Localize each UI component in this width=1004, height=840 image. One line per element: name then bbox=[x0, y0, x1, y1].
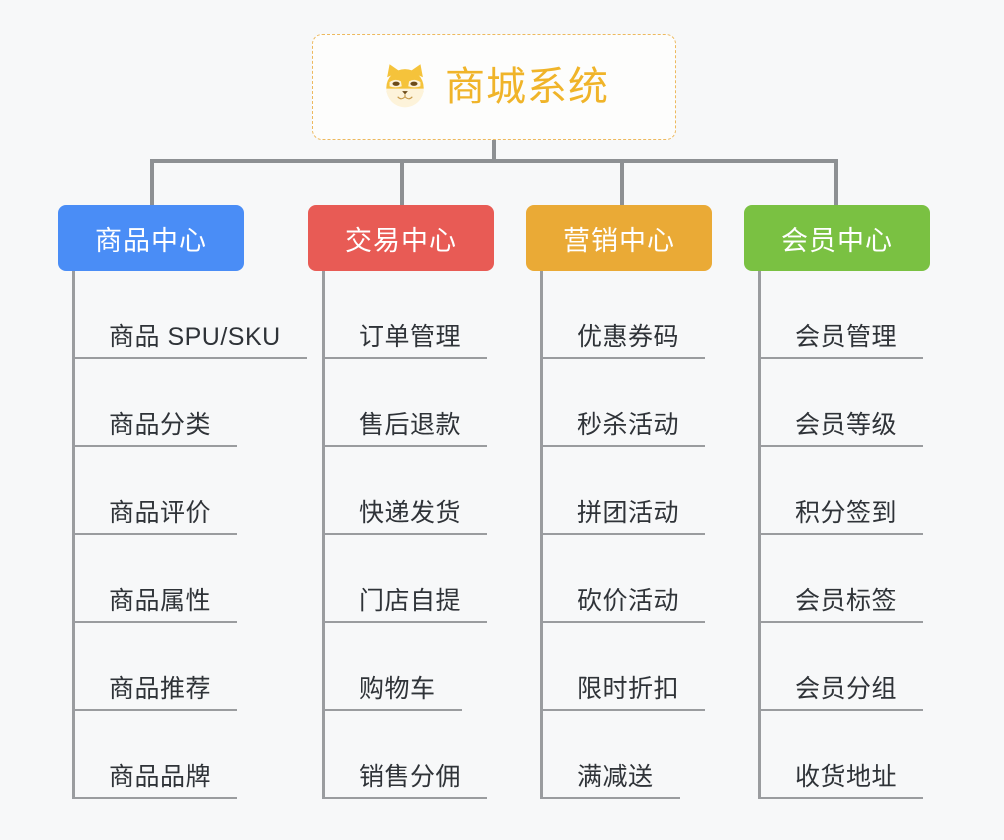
leaf-label: 商品 SPU/SKU bbox=[109, 322, 281, 351]
leaf-label: 商品分类 bbox=[109, 410, 212, 439]
shiba-dog-face-icon bbox=[379, 61, 431, 113]
category-box-3[interactable]: 营销中心 bbox=[526, 205, 712, 271]
connector-drop-2 bbox=[400, 159, 404, 207]
leaf-item[interactable]: 砍价活动 bbox=[543, 535, 726, 623]
leaf-label: 订单管理 bbox=[359, 322, 462, 351]
category-title-3: 营销中心 bbox=[563, 225, 675, 256]
leaf-item[interactable]: 门店自提 bbox=[325, 535, 518, 623]
leaf-label: 售后退款 bbox=[359, 410, 462, 439]
leaf-label: 销售分佣 bbox=[359, 762, 462, 791]
leaf-list-3: 优惠券码 秒杀活动 拼团活动 砍价活动 限时折扣 满减送 bbox=[540, 271, 726, 799]
leaf-item[interactable]: 优惠券码 bbox=[543, 271, 726, 359]
leaf-label: 优惠券码 bbox=[577, 322, 680, 351]
leaf-list-1: 商品 SPU/SKU 商品分类 商品评价 商品属性 商品推荐 商品品牌 bbox=[72, 271, 307, 799]
leaf-item[interactable]: 购物车 bbox=[325, 623, 518, 711]
leaf-label: 收货地址 bbox=[795, 762, 898, 791]
leaf-item[interactable]: 售后退款 bbox=[325, 359, 518, 447]
leaf-label: 商品评价 bbox=[109, 498, 212, 527]
connector-drop-1 bbox=[150, 159, 154, 207]
leaf-item[interactable]: 满减送 bbox=[543, 711, 726, 799]
leaf-item[interactable]: 会员标签 bbox=[761, 535, 944, 623]
leaf-item[interactable]: 快递发货 bbox=[325, 447, 518, 535]
category-title-2: 交易中心 bbox=[345, 225, 457, 256]
leaf-label: 商品推荐 bbox=[109, 674, 212, 703]
leaf-item[interactable]: 商品属性 bbox=[75, 535, 288, 623]
leaf-label: 限时折扣 bbox=[577, 674, 680, 703]
leaf-item[interactable]: 商品评价 bbox=[75, 447, 288, 535]
leaf-item[interactable]: 商品 SPU/SKU bbox=[75, 271, 307, 359]
leaf-item[interactable]: 商品分类 bbox=[75, 359, 288, 447]
leaf-label: 商品属性 bbox=[109, 586, 212, 615]
connector-horizontal-bus bbox=[150, 159, 838, 163]
root-node[interactable]: 商城系统 bbox=[312, 34, 676, 140]
leaf-item[interactable]: 销售分佣 bbox=[325, 711, 518, 799]
leaf-label: 砍价活动 bbox=[577, 586, 680, 615]
branch-column-4: 会员中心 会员管理 会员等级 积分签到 会员标签 会员分组 收货地址 bbox=[744, 205, 944, 799]
category-box-2[interactable]: 交易中心 bbox=[308, 205, 494, 271]
leaf-label: 会员标签 bbox=[795, 586, 898, 615]
leaf-item[interactable]: 限时折扣 bbox=[543, 623, 726, 711]
leaf-item[interactable]: 会员管理 bbox=[761, 271, 944, 359]
leaf-label: 会员管理 bbox=[795, 322, 898, 351]
leaf-item[interactable]: 订单管理 bbox=[325, 271, 518, 359]
leaf-item[interactable]: 会员分组 bbox=[761, 623, 944, 711]
branch-column-1: 商品中心 商品 SPU/SKU 商品分类 商品评价 商品属性 商品推荐 商品品牌 bbox=[58, 205, 307, 799]
leaf-label: 秒杀活动 bbox=[577, 410, 680, 439]
leaf-label: 积分签到 bbox=[795, 498, 898, 527]
connector-drop-3 bbox=[620, 159, 624, 207]
leaf-label: 拼团活动 bbox=[577, 498, 680, 527]
leaf-label: 商品品牌 bbox=[109, 762, 212, 791]
category-box-4[interactable]: 会员中心 bbox=[744, 205, 930, 271]
leaf-item[interactable]: 商品推荐 bbox=[75, 623, 288, 711]
leaf-label: 购物车 bbox=[359, 674, 436, 703]
connector-drop-4 bbox=[834, 159, 838, 207]
leaf-list-4: 会员管理 会员等级 积分签到 会员标签 会员分组 收货地址 bbox=[758, 271, 944, 799]
leaf-label: 门店自提 bbox=[359, 586, 462, 615]
category-title-4: 会员中心 bbox=[781, 225, 893, 256]
leaf-item[interactable]: 积分签到 bbox=[761, 447, 944, 535]
leaf-item[interactable]: 秒杀活动 bbox=[543, 359, 726, 447]
leaf-item[interactable]: 会员等级 bbox=[761, 359, 944, 447]
leaf-list-2: 订单管理 售后退款 快递发货 门店自提 购物车 销售分佣 bbox=[322, 271, 518, 799]
leaf-label: 会员等级 bbox=[795, 410, 898, 439]
category-box-1[interactable]: 商品中心 bbox=[58, 205, 244, 271]
connector-root-stem bbox=[492, 140, 496, 162]
leaf-item[interactable]: 收货地址 bbox=[761, 711, 944, 799]
root-title: 商城系统 bbox=[445, 65, 609, 109]
leaf-label: 会员分组 bbox=[795, 674, 898, 703]
leaf-label: 快递发货 bbox=[359, 498, 462, 527]
branch-column-3: 营销中心 优惠券码 秒杀活动 拼团活动 砍价活动 限时折扣 满减送 bbox=[526, 205, 726, 799]
leaf-item[interactable]: 拼团活动 bbox=[543, 447, 726, 535]
branch-column-2: 交易中心 订单管理 售后退款 快递发货 门店自提 购物车 销售分佣 bbox=[308, 205, 518, 799]
leaf-label: 满减送 bbox=[577, 762, 654, 791]
leaf-item[interactable]: 商品品牌 bbox=[75, 711, 288, 799]
category-title-1: 商品中心 bbox=[95, 225, 207, 256]
